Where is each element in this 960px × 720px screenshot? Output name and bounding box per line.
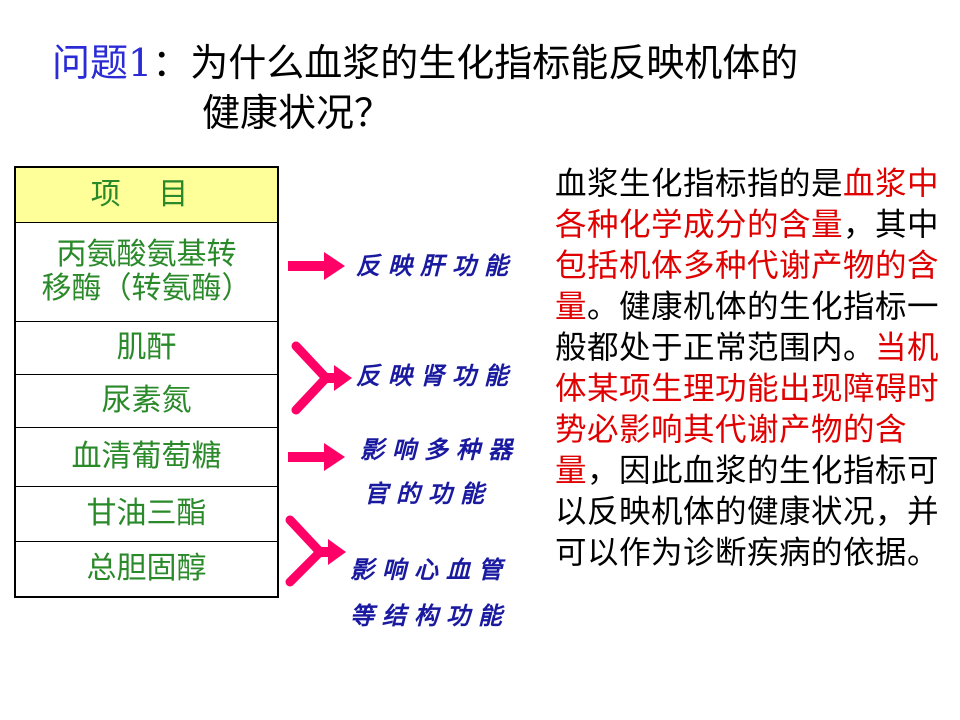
note-organ-function-line2: 官的功能: [364, 479, 492, 508]
table-cell-creatinine: 肌酐: [14, 321, 279, 375]
bracket-arrow-kidney-icon: [291, 341, 352, 415]
arrow-organs-icon: [288, 443, 345, 471]
bracket-arrow-cardio-icon: [285, 515, 346, 587]
question-text-line1: ：为什么血浆的生化指标能反映机体的: [152, 41, 799, 85]
table-header-row: 项 目: [14, 166, 279, 223]
table-cell-cholesterol: 总胆固醇: [14, 541, 279, 598]
note-cardio-function-line1: 影响心血管: [350, 555, 510, 584]
table-row: 总胆固醇: [14, 541, 279, 598]
table-row: 尿素氮: [14, 374, 279, 428]
table-cell-glucose: 血清葡萄糖: [14, 427, 279, 487]
paragraph-segment: 血浆生化指标指的是: [555, 166, 844, 202]
table-cell-alt: 丙氨酸氨基转 移酶（转氨酶）: [14, 222, 279, 322]
table-row: 丙氨酸氨基转 移酶（转氨酶）: [14, 222, 279, 322]
note-organ-function-line1: 影响多种器: [360, 435, 520, 464]
paragraph-segment-highlight: 当机体某项生理功能出现障碍时势必影响其代谢产物的含量: [555, 330, 940, 489]
question-number: 问题1: [52, 41, 153, 85]
note-cardio-function-line2: 等结构功能: [350, 601, 510, 630]
paragraph-segment: ，其中: [843, 207, 940, 243]
table-cell-urea-nitrogen: 尿素氮: [14, 374, 279, 428]
note-liver-function: 反映肝功能: [356, 251, 516, 280]
arrow-liver-icon: [288, 252, 345, 280]
table-row: 肌酐: [14, 321, 279, 375]
paragraph-segment: 。健康机体的生化指标一般都处于正常范围内。: [555, 289, 940, 366]
indicator-table: 项 目 丙氨酸氨基转 移酶（转氨酶） 肌酐 尿素氮 血清葡萄糖 甘油三酯 总胆固…: [14, 166, 279, 598]
table-header-cell: 项 目: [14, 166, 279, 223]
table-row: 血清葡萄糖: [14, 427, 279, 487]
paragraph-segment: ，因此血浆的生化指标可以反映机体的健康状况，并可以作为诊断疾病的依据。: [555, 453, 940, 571]
question-title: 问题1：为什么血浆的生化指标能反映机体的 健康状况？: [52, 38, 799, 135]
cell-line: 丙氨酸氨基转: [56, 237, 237, 272]
table-row: 甘油三酯: [14, 486, 279, 542]
explanation-paragraph: 血浆生化指标指的是血浆中各种化学成分的含量，其中包括机体多种代谢产物的含量。健康…: [555, 164, 947, 574]
question-text-line2: 健康状况？: [202, 91, 393, 135]
note-kidney-function: 反映肾功能: [356, 361, 516, 390]
paragraph-segment-highlight: 包括机体多种代谢产物的含量: [555, 248, 940, 325]
table-cell-triglyceride: 甘油三酯: [14, 486, 279, 542]
paragraph-segment-highlight: 血浆中各种化学成分的含量: [555, 166, 940, 243]
cell-line: 移酶（转氨酶）: [41, 271, 252, 306]
